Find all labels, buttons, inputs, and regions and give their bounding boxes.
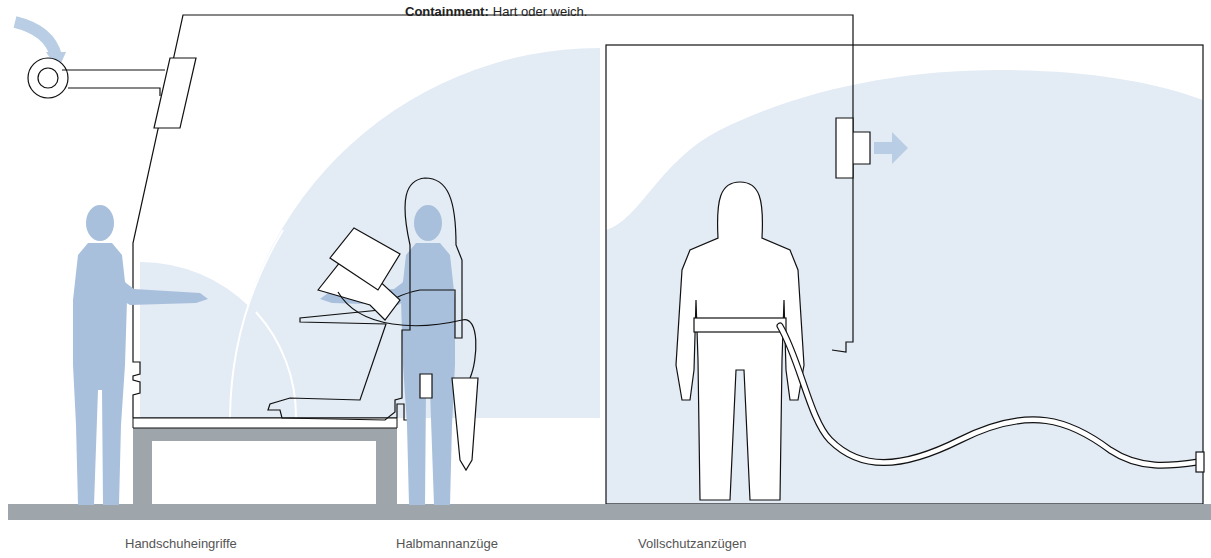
fan <box>38 68 58 88</box>
clean-room <box>606 45 1203 504</box>
table-leg <box>133 428 152 505</box>
title-text: Hart oder weich. <box>493 4 588 20</box>
fan <box>28 58 68 98</box>
exhaust-filter <box>836 118 870 178</box>
inlet-filter <box>154 58 196 128</box>
floor <box>8 504 1211 520</box>
air-out-arrow <box>874 132 908 164</box>
table-leg <box>376 428 397 505</box>
zone-border <box>230 230 283 418</box>
air-hose <box>338 292 476 378</box>
suit-bag <box>452 378 478 470</box>
caption-label: Vollschutzanzügen <box>638 536 746 552</box>
title-heading: Containment: <box>405 4 489 20</box>
room-zone <box>606 70 1203 504</box>
caption-label: Halbmannanzüge <box>396 536 498 552</box>
air-in-arrow <box>15 22 56 56</box>
suit-clip <box>420 374 432 398</box>
reach-zone <box>140 262 296 418</box>
air-duct <box>62 70 165 96</box>
table-top <box>133 428 397 441</box>
suit-canister <box>330 228 400 290</box>
caption-label: Handschuheingriffe <box>125 536 237 552</box>
half-suit <box>268 178 462 420</box>
full-suit <box>676 182 1204 500</box>
